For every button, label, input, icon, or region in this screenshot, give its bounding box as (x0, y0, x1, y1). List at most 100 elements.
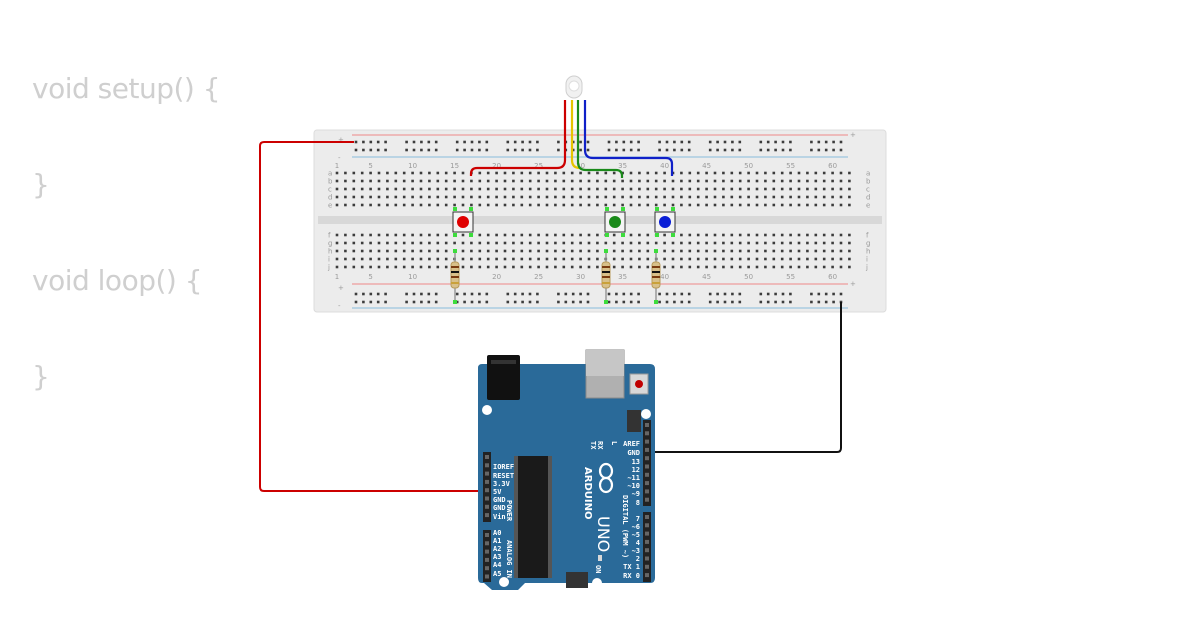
breadboard-hole[interactable] (831, 241, 834, 245)
breadboard-hole[interactable] (419, 187, 423, 191)
breadboard-hole[interactable] (411, 241, 414, 245)
breadboard-hole[interactable] (428, 265, 431, 269)
breadboard-hole[interactable] (444, 257, 448, 261)
breadboard-rail-hole[interactable] (615, 300, 618, 304)
breadboard-hole[interactable] (520, 187, 524, 191)
breadboard-hole[interactable] (680, 233, 683, 237)
breadboard-hole[interactable] (772, 195, 776, 199)
breadboard-rail-hole[interactable] (774, 300, 777, 304)
breadboard-hole[interactable] (831, 233, 834, 237)
breadboard-hole[interactable] (621, 195, 624, 199)
breadboard-hole[interactable] (528, 249, 532, 253)
breadboard-hole[interactable] (722, 241, 725, 245)
breadboard-hole[interactable] (369, 233, 372, 237)
breadboard-rail-hole[interactable] (716, 140, 719, 144)
breadboard-hole[interactable] (831, 171, 834, 175)
breadboard-hole[interactable] (822, 195, 826, 199)
header-pin[interactable] (645, 439, 649, 444)
breadboard-hole[interactable] (747, 195, 750, 199)
breadboard-rail-hole[interactable] (478, 300, 481, 304)
breadboard-rail-hole[interactable] (832, 148, 835, 152)
breadboard-hole[interactable] (411, 233, 414, 237)
breadboard-hole[interactable] (461, 187, 465, 191)
breadboard-hole[interactable] (411, 171, 414, 175)
breadboard-hole[interactable] (402, 195, 406, 199)
breadboard-rail-hole[interactable] (536, 148, 539, 152)
breadboard-hole[interactable] (528, 241, 532, 245)
breadboard-hole[interactable] (671, 249, 675, 253)
breadboard-rail-hole[interactable] (521, 140, 524, 144)
breadboard-hole[interactable] (428, 249, 431, 253)
breadboard-hole[interactable] (797, 187, 801, 191)
breadboard-hole[interactable] (570, 233, 574, 237)
breadboard-hole[interactable] (335, 265, 339, 269)
breadboard-hole[interactable] (486, 171, 490, 175)
breadboard-hole[interactable] (520, 195, 524, 199)
breadboard-hole[interactable] (579, 265, 582, 269)
breadboard-hole[interactable] (402, 257, 406, 261)
breadboard-rail-hole[interactable] (738, 148, 742, 152)
breadboard-hole[interactable] (797, 249, 801, 253)
breadboard-hole[interactable] (579, 257, 582, 261)
breadboard-rail-hole[interactable] (832, 140, 835, 144)
breadboard-hole[interactable] (696, 265, 700, 269)
breadboard-hole[interactable] (764, 203, 767, 207)
breadboard-hole[interactable] (638, 241, 641, 245)
breadboard-hole[interactable] (596, 241, 599, 245)
header-pin[interactable] (485, 549, 489, 554)
breadboard-hole[interactable] (738, 195, 742, 199)
header-pin[interactable] (645, 464, 649, 469)
breadboard-rail-hole[interactable] (658, 300, 661, 304)
breadboard-hole[interactable] (755, 203, 759, 207)
breadboard-rail-hole[interactable] (564, 292, 568, 296)
rgb-led[interactable] (565, 75, 583, 99)
header-pin[interactable] (645, 497, 649, 502)
resistor-2[interactable] (601, 250, 611, 302)
header-pin[interactable] (645, 447, 649, 452)
breadboard-hole[interactable] (696, 171, 700, 175)
breadboard-hole[interactable] (638, 203, 641, 207)
resistors[interactable] (450, 250, 661, 302)
breadboard-rail-hole[interactable] (506, 148, 510, 152)
breadboard-hole[interactable] (646, 257, 650, 261)
breadboard-hole[interactable] (478, 203, 482, 207)
breadboard-hole[interactable] (554, 195, 557, 199)
push-button-blue-cap[interactable] (659, 216, 671, 228)
breadboard-hole[interactable] (545, 179, 549, 183)
breadboard-hole[interactable] (646, 203, 650, 207)
breadboard-rail-hole[interactable] (622, 140, 626, 144)
breadboard-rail-hole[interactable] (557, 300, 560, 304)
breadboard-hole[interactable] (814, 233, 818, 237)
breadboard-hole[interactable] (629, 179, 633, 183)
breadboard-hole[interactable] (386, 195, 389, 199)
breadboard-hole[interactable] (369, 171, 372, 175)
breadboard-rail-hole[interactable] (708, 148, 712, 152)
breadboard-rail-hole[interactable] (731, 292, 734, 296)
breadboard-rail-hole[interactable] (362, 300, 365, 304)
breadboard-hole[interactable] (705, 203, 708, 207)
breadboard-hole[interactable] (764, 249, 767, 253)
breadboard-hole[interactable] (444, 171, 448, 175)
breadboard-rail-hole[interactable] (708, 140, 712, 144)
breadboard-hole[interactable] (612, 203, 616, 207)
breadboard-hole[interactable] (755, 249, 759, 253)
header-pin[interactable] (645, 556, 649, 561)
breadboard-rail-hole[interactable] (405, 140, 408, 144)
breadboard-hole[interactable] (377, 257, 381, 261)
breadboard-hole[interactable] (722, 257, 725, 261)
breadboard-hole[interactable] (789, 257, 792, 261)
breadboard-hole[interactable] (705, 171, 708, 175)
breadboard-hole[interactable] (612, 257, 616, 261)
breadboard-hole[interactable] (503, 265, 507, 269)
breadboard-hole[interactable] (814, 265, 818, 269)
breadboard-rail-hole[interactable] (673, 148, 676, 152)
breadboard-hole[interactable] (562, 203, 566, 207)
breadboard-hole[interactable] (764, 233, 767, 237)
breadboard-hole[interactable] (688, 187, 692, 191)
breadboard-hole[interactable] (478, 195, 482, 199)
breadboard-hole[interactable] (747, 257, 750, 261)
breadboard-hole[interactable] (780, 187, 784, 191)
breadboard-hole[interactable] (537, 257, 540, 261)
breadboard-hole[interactable] (730, 249, 734, 253)
breadboard-hole[interactable] (806, 179, 809, 183)
